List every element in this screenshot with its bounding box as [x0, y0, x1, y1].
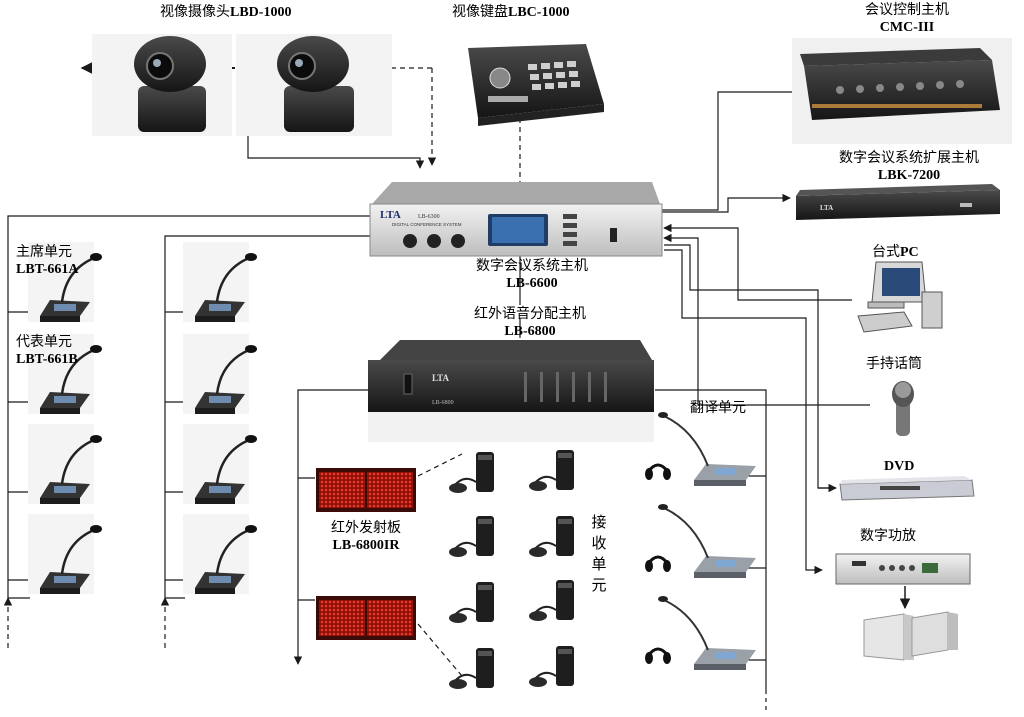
pc-name: 台式: [872, 244, 900, 260]
ir-emitter-name: 红外发射板: [331, 520, 401, 536]
receiver-char-3: 单: [591, 555, 607, 573]
translator-unit-3: [643, 594, 758, 672]
chairman-model: LBT-661A: [16, 262, 79, 277]
delegate-unit-r1: [181, 240, 259, 324]
dvd-to-host-path: [664, 244, 836, 489]
delegate-label: 代表单元 LBT-661B: [16, 334, 78, 368]
host-label: 数字会议系统主机 LB-6600: [462, 258, 602, 292]
translator-name: 翻译单元: [690, 400, 746, 416]
camera-left: [92, 34, 232, 136]
handheld-mic-label: 手持话筒: [866, 356, 922, 373]
ir-host-name: 红外语音分配主机: [474, 306, 586, 322]
receiver-5: [448, 581, 495, 624]
pc-label: 台式PC: [872, 244, 919, 261]
receiver-char-2: 收: [591, 534, 607, 552]
digital-amplifier: [835, 553, 971, 585]
cmc-name: 会议控制主机: [865, 2, 949, 18]
host-model-plate: LB-6300: [418, 214, 440, 220]
dvd-label: DVD: [884, 458, 914, 475]
camera-name: 视像摄像头: [160, 4, 230, 20]
host-to-lbk: [662, 193, 791, 213]
delegate-name: 代表单元: [16, 334, 72, 350]
camera-label: 视像摄像头LBD-1000: [160, 4, 291, 21]
host-caption: DIGITAL CONFERENCE SYSTEM: [392, 222, 462, 227]
host-model: LB-6600: [506, 276, 558, 291]
receiver-4: [528, 515, 575, 558]
speakers: [863, 611, 958, 661]
camera-right: [236, 34, 392, 136]
chairman-label: 主席单元 LBT-661A: [16, 244, 79, 278]
lbk-brand: LTA: [820, 204, 833, 212]
ir-emitter-2: [316, 596, 416, 640]
translator-label: 翻译单元: [690, 400, 746, 417]
lbk-model: LBK-7200: [877, 168, 941, 183]
host-name: 数字会议系统主机: [476, 258, 588, 274]
lbk-label: 数字会议系统扩展主机 LBK-7200: [826, 150, 992, 184]
dvd-player: [839, 476, 975, 501]
receiver-6: [528, 579, 575, 622]
mic-to-host: [663, 233, 870, 406]
delegate-unit-2: [26, 422, 104, 506]
receiver-1: [448, 451, 495, 494]
handheld-mic-name: 手持话筒: [866, 356, 922, 372]
amplifier-label: 数字功放: [860, 528, 916, 545]
ir-host-model: LB-6800: [504, 324, 556, 339]
handheld-microphone: [892, 381, 914, 436]
cmc-model: CMC-III: [879, 20, 935, 35]
keyboard-model: LBC-1000: [508, 5, 570, 20]
keyboard-label: 视像键盘LBC-1000: [452, 4, 569, 21]
delegate-unit-r2: [181, 332, 259, 416]
amp-to-host: [664, 249, 823, 575]
delegate-unit-r4: [181, 512, 259, 596]
translator-unit-2: [643, 502, 758, 580]
ir-emitter-label: 红外发射板 LB-6800IR: [312, 520, 420, 554]
lbk-name: 数字会议系统扩展主机: [839, 150, 979, 166]
delegate-unit-r3: [181, 422, 259, 506]
ir-distribution-host: LTA LB-6800: [368, 340, 654, 442]
host-to-cmc: [662, 91, 792, 211]
ir-emitter-1: [316, 468, 416, 512]
delegate-chain-right: [164, 235, 370, 598]
chairman-name: 主席单元: [16, 244, 72, 260]
ir-brand: LTA: [432, 373, 450, 383]
video-keyboard: [468, 44, 604, 126]
receiver-2: [528, 449, 575, 492]
receiver-label: 接 收 单 元: [590, 512, 608, 596]
delegate-unit-3: [26, 512, 104, 596]
ir-host-to-emitters: [297, 389, 368, 615]
pc-to-host: [663, 223, 852, 301]
keyboard-name: 视像键盘: [452, 4, 508, 20]
ir-host-to-translators: [655, 389, 767, 690]
translator-unit-1: [643, 410, 758, 488]
desktop-pc: [857, 261, 943, 333]
receiver-3: [448, 515, 495, 558]
pc-model: PC: [900, 245, 919, 260]
main-host-lb6600: LTA LB-6300 DIGITAL CONFERENCE SYSTEM: [369, 182, 663, 257]
delegate-model: LBT-661B: [16, 352, 78, 367]
cmc-label: 会议控制主机 CMC-III: [852, 2, 962, 36]
ir-emitter-model: LB-6800IR: [332, 538, 400, 553]
receiver-char-4: 元: [591, 576, 607, 594]
delegate-chain-left: [7, 215, 370, 598]
receiver-8: [528, 645, 575, 688]
amplifier-name: 数字功放: [860, 528, 916, 544]
control-host-cmc: [792, 38, 1012, 144]
ir-model-plate: LB-6800: [432, 400, 454, 406]
receiver-char-1: 接: [591, 513, 607, 531]
expansion-host-lbk: LTA: [796, 184, 1000, 220]
camera-model: LBD-1000: [230, 5, 292, 20]
dvd-model: DVD: [884, 459, 915, 474]
ir-host-label: 红外语音分配主机 LB-6800: [460, 306, 600, 340]
host-brand: LTA: [380, 209, 401, 221]
